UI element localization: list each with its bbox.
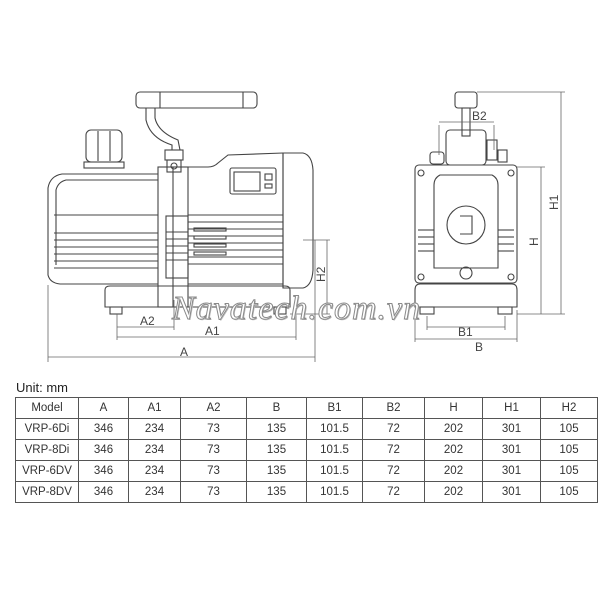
- pump-dimension-drawing: A A1 A2 H2: [47, 91, 565, 362]
- cell-b: 135: [246, 439, 307, 461]
- header-a2: A2: [180, 397, 247, 419]
- unit-label: Unit: mm: [16, 380, 68, 395]
- cell-a2: 73: [180, 460, 247, 482]
- cell-model: VRP-8DV: [15, 481, 79, 503]
- front-view: B1 B B2 H H1: [414, 91, 565, 354]
- cell-b2: 72: [362, 460, 425, 482]
- cell-a1: 234: [128, 439, 181, 461]
- cell-a: 346: [78, 460, 129, 482]
- cell-h: 202: [424, 439, 483, 461]
- cell-b2: 72: [362, 418, 425, 440]
- cell-a2: 73: [180, 439, 247, 461]
- cell-model: VRP-8Di: [15, 439, 79, 461]
- header-b2: B2: [362, 397, 425, 419]
- cell-a: 346: [78, 439, 129, 461]
- cell-b: 135: [246, 418, 307, 440]
- cell-a: 346: [78, 481, 129, 503]
- cell-a1: 234: [128, 481, 181, 503]
- cell-h: 202: [424, 460, 483, 482]
- dim-label-A: A: [180, 345, 188, 359]
- header-h1: H1: [482, 397, 541, 419]
- watermark-text: Navatech.com.vn: [171, 290, 422, 328]
- cell-h2: 105: [540, 460, 598, 482]
- table-row: VRP-8Di 346 234 73 135 101.5 72 202 301 …: [15, 439, 598, 461]
- cell-model: VRP-6DV: [15, 460, 79, 482]
- side-view: A A1 A2 H2: [47, 91, 330, 362]
- header-b: B: [246, 397, 307, 419]
- cell-a1: 234: [128, 418, 181, 440]
- cell-b1: 101.5: [306, 460, 363, 482]
- cell-h1: 301: [482, 481, 541, 503]
- cell-b2: 72: [362, 481, 425, 503]
- cell-b: 135: [246, 481, 307, 503]
- dim-label-H: H: [527, 237, 541, 246]
- cell-h1: 301: [482, 460, 541, 482]
- dim-label-B2: B2: [472, 109, 487, 123]
- header-model: Model: [15, 397, 79, 419]
- table-row: VRP-8DV 346 234 73 135 101.5 72 202 301 …: [15, 481, 598, 503]
- cell-b2: 72: [362, 439, 425, 461]
- header-b1: B1: [306, 397, 363, 419]
- cell-h1: 301: [482, 439, 541, 461]
- cell-h: 202: [424, 418, 483, 440]
- cell-h2: 105: [540, 481, 598, 503]
- cell-a: 346: [78, 418, 129, 440]
- cell-b1: 101.5: [306, 439, 363, 461]
- cell-a2: 73: [180, 481, 247, 503]
- dim-label-B: B: [475, 340, 483, 354]
- dim-label-A2: A2: [140, 314, 155, 328]
- dim-label-H1: H1: [547, 194, 561, 210]
- dimension-spec-table: Model A A1 A2 B B1 B2 H H1 H2 VRP-6Di 34…: [15, 397, 598, 503]
- table-header-row: Model A A1 A2 B B1 B2 H H1 H2: [15, 397, 598, 419]
- cell-h1: 301: [482, 418, 541, 440]
- dim-label-A1: A1: [205, 324, 220, 338]
- cell-h2: 105: [540, 418, 598, 440]
- cell-b1: 101.5: [306, 418, 363, 440]
- cell-h2: 105: [540, 439, 598, 461]
- header-h2: H2: [540, 397, 598, 419]
- cell-a2: 73: [180, 418, 247, 440]
- cell-b1: 101.5: [306, 481, 363, 503]
- dim-label-B1: B1: [458, 325, 473, 339]
- cell-b: 135: [246, 460, 307, 482]
- header-a1: A1: [128, 397, 181, 419]
- dim-label-H2: H2: [314, 266, 328, 282]
- table-row: VRP-6DV 346 234 73 135 101.5 72 202 301 …: [15, 460, 598, 482]
- header-a: A: [78, 397, 129, 419]
- cell-h: 202: [424, 481, 483, 503]
- cell-a1: 234: [128, 460, 181, 482]
- cell-model: VRP-6Di: [15, 418, 79, 440]
- header-h: H: [424, 397, 483, 419]
- table-row: VRP-6Di 346 234 73 135 101.5 72 202 301 …: [15, 418, 598, 440]
